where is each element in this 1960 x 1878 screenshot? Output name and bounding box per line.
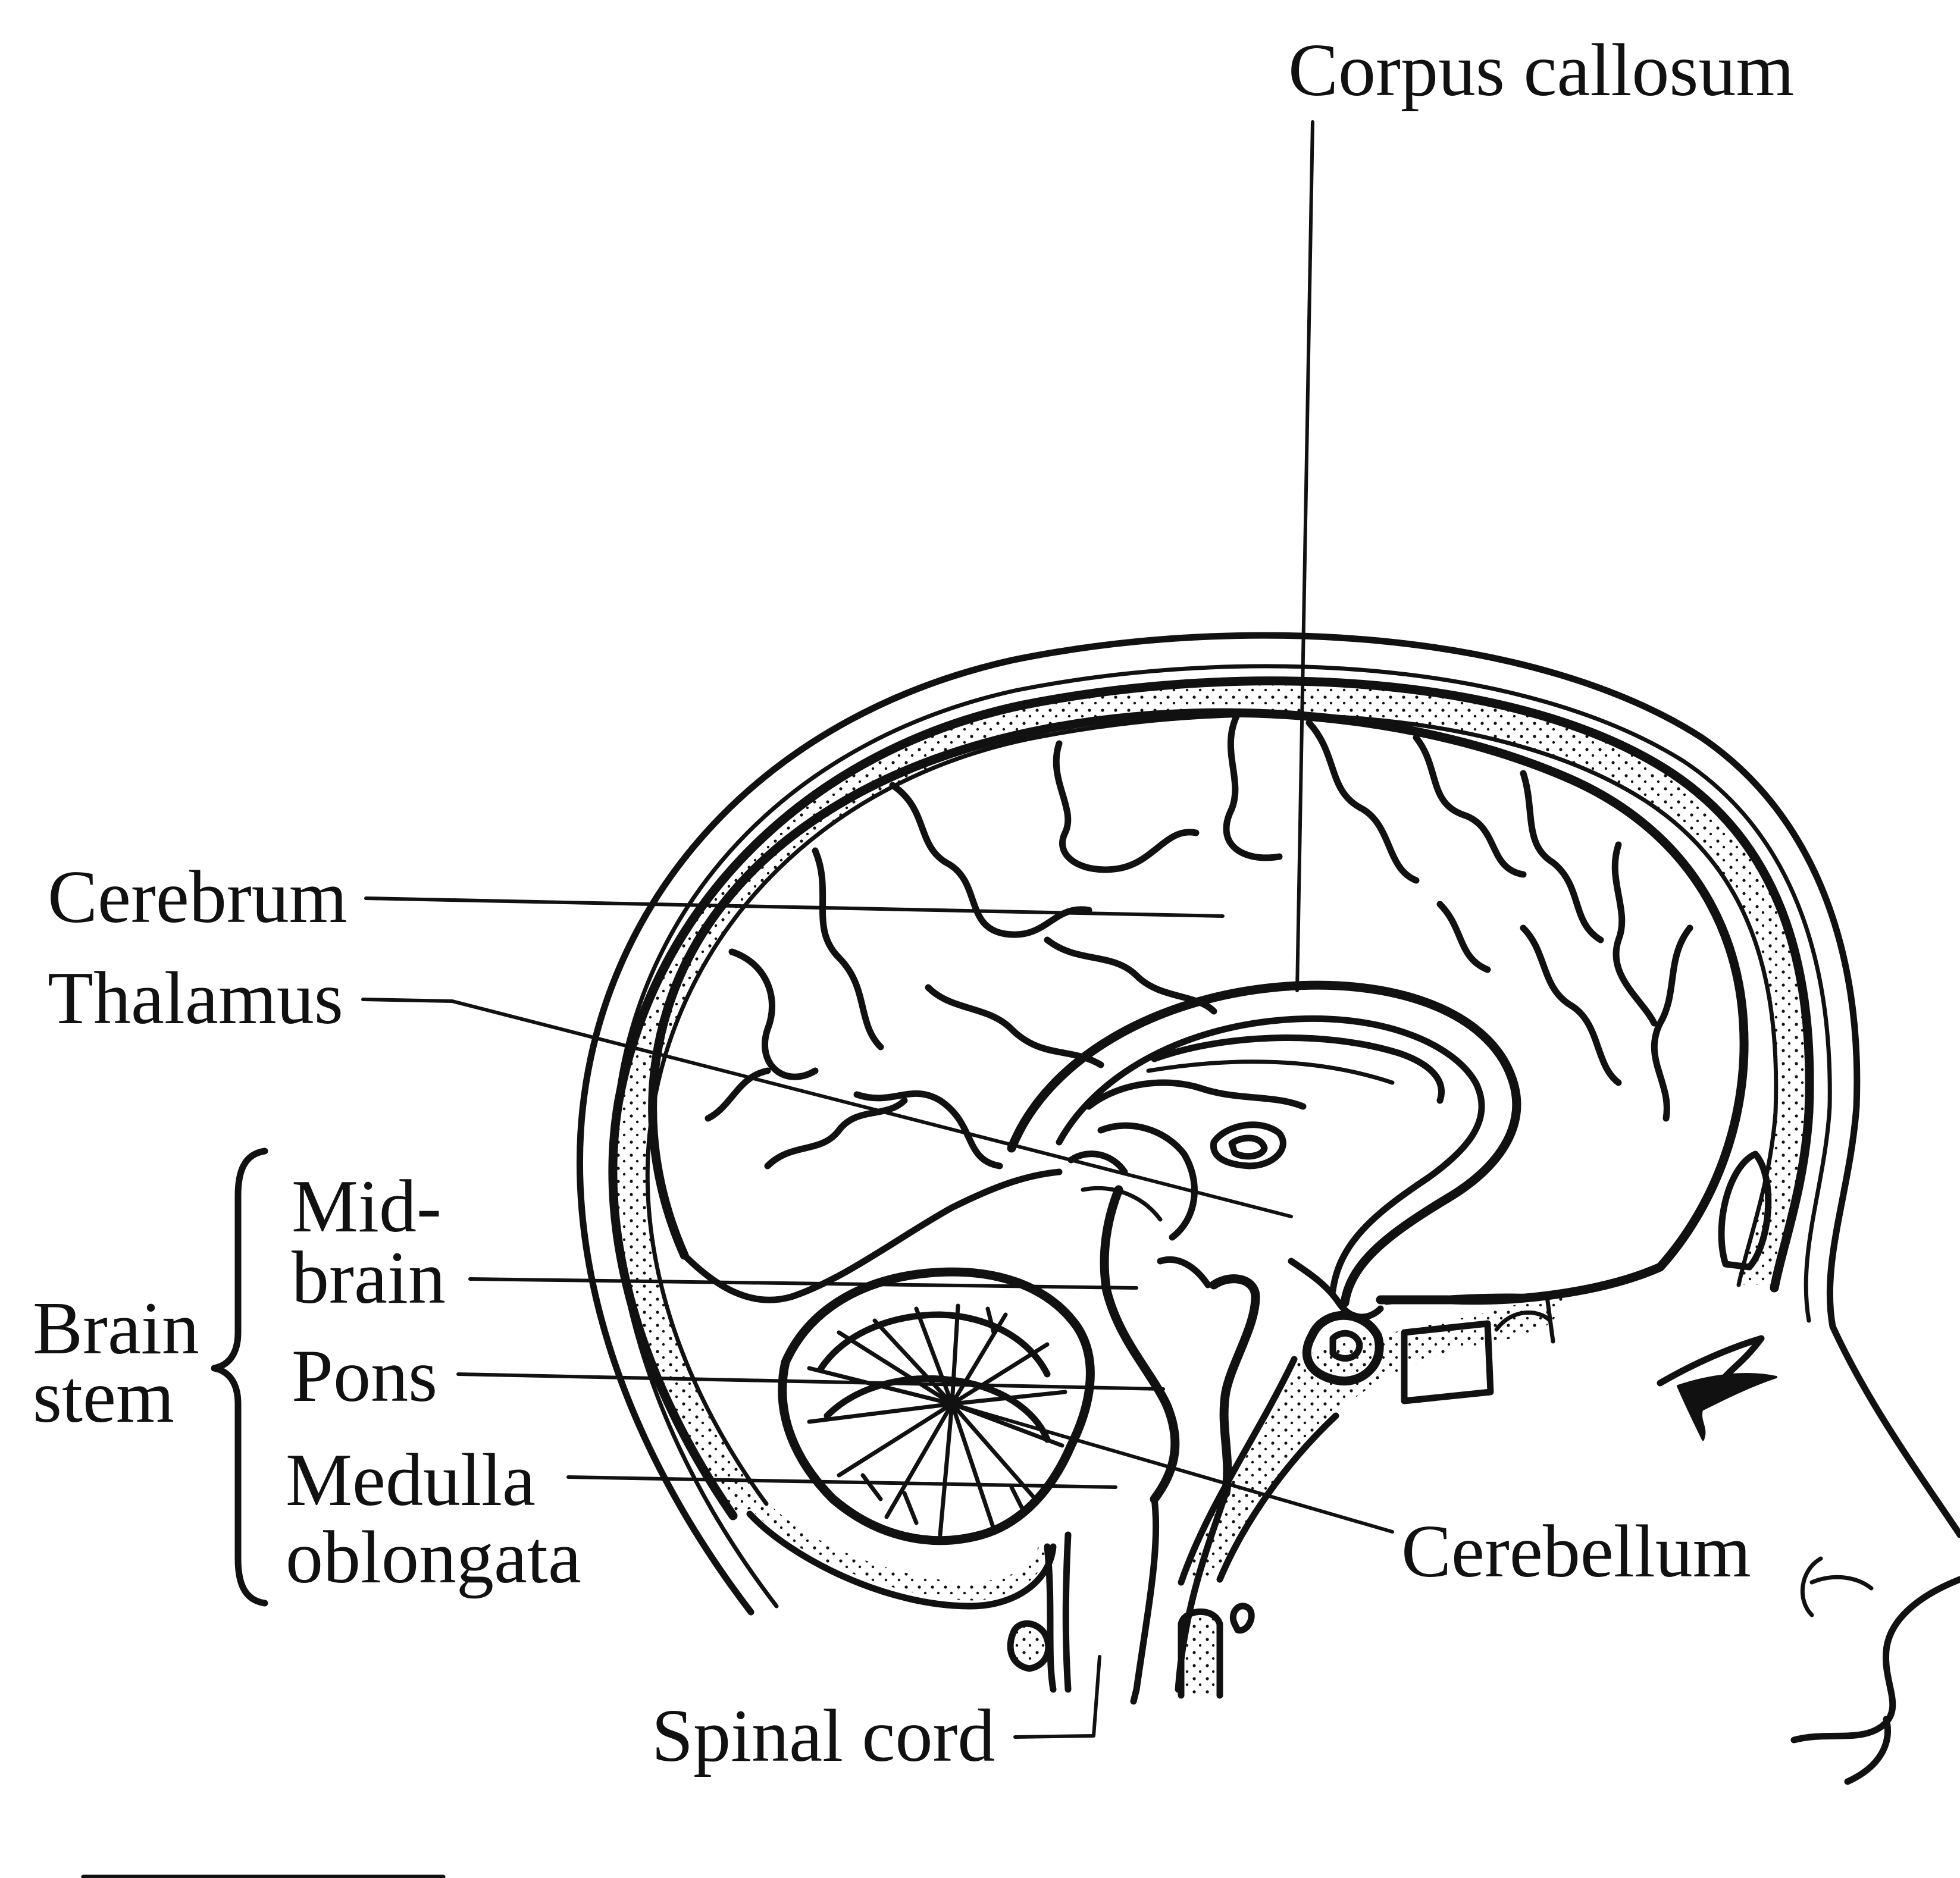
eye-pupil bbox=[1678, 1374, 1776, 1440]
label-midbrain-line1: Mid- bbox=[292, 1165, 442, 1248]
label-pons: Pons bbox=[292, 1335, 437, 1418]
head-outline bbox=[580, 635, 1960, 1782]
label-corpus-callosum: Corpus callosum bbox=[1288, 29, 1794, 112]
label-cerebellum: Cerebellum bbox=[1401, 1510, 1751, 1593]
label-medulla-line2: oblongata bbox=[286, 1516, 581, 1599]
leader-midbrain bbox=[470, 1279, 1136, 1288]
cerebellum bbox=[782, 1272, 1091, 1540]
leader-pons bbox=[458, 1374, 1163, 1389]
leader-cerebrum bbox=[366, 898, 1223, 916]
label-midbrain-line2: brain bbox=[292, 1237, 446, 1319]
label-spinal-cord: Spinal cord bbox=[652, 1695, 995, 1777]
label-cerebrum: Cerebrum bbox=[48, 856, 347, 939]
leader-medulla bbox=[568, 1477, 1116, 1487]
leader-corpus-callosum bbox=[1297, 122, 1313, 990]
brain-stem-brace bbox=[214, 1151, 265, 1603]
leader-thalamus bbox=[363, 999, 1291, 1217]
label-medulla-line1: Medulla bbox=[286, 1439, 536, 1522]
label-thalamus: Thalamus bbox=[48, 957, 343, 1040]
label-brain-stem-line2: stem bbox=[33, 1356, 174, 1438]
